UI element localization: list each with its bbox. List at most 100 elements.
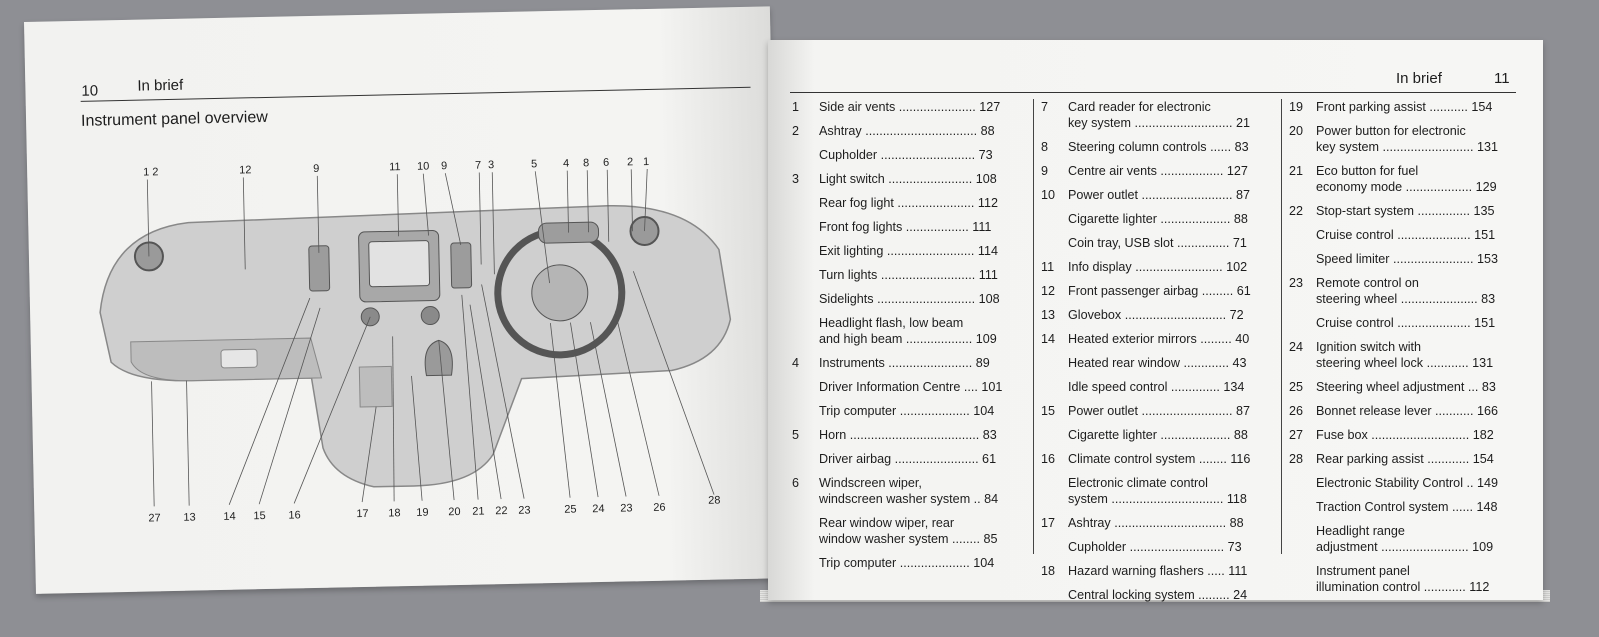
index-entry-text: Rear window wiper, rear window washer sy… — [819, 516, 998, 546]
index-entry-number: 7 — [1041, 100, 1049, 114]
index-entry-number — [1041, 427, 1068, 443]
callout-label: 4 — [563, 158, 569, 170]
index-entry-number: 25 — [1289, 380, 1304, 394]
instrument-panel-diagram: 1 2 12 9 11 10 9 7 3 5 4 8 6 2 1 27 13 1… — [99, 156, 732, 525]
index-entry: 25 Steering wheel adjustment ... 83 — [1289, 379, 1514, 395]
index-entry-number — [1289, 251, 1316, 267]
index-entry-number: 17 — [1041, 516, 1056, 530]
callout-label: 9 — [441, 160, 447, 172]
index-entry-number — [1041, 539, 1068, 555]
left-section-title: In brief — [137, 76, 184, 95]
index-entry: Exit lighting ......................... … — [792, 243, 1022, 259]
index-entry: 10 Power outlet .........................… — [1041, 187, 1269, 203]
index-entry: Coin tray, USB slot ............... 71 — [1041, 235, 1269, 251]
left-page: 10 In brief Instrument panel overview — [24, 6, 782, 594]
index-entry-text: Power outlet .......................... … — [1068, 404, 1250, 418]
index-entry-text: Headlight range adjustment .............… — [1316, 524, 1494, 554]
callout-label: 10 — [417, 161, 429, 173]
index-entry-number: 14 — [1041, 332, 1056, 346]
callout-label: 25 — [564, 504, 576, 516]
callout-label: 18 — [388, 507, 400, 519]
index-entry-number — [792, 315, 819, 347]
callout-label: 7 — [475, 159, 481, 171]
index-entry: Trip computer .................... 104 — [792, 555, 1022, 571]
index-entry-text: Ashtray ................................… — [1068, 516, 1244, 530]
callout-label: 26 — [653, 502, 665, 514]
index-entry-text: Stop-start system ............... 135 — [1316, 204, 1495, 218]
index-entry-text: Power outlet .......................... … — [1068, 188, 1250, 202]
index-entry-text: Electronic climate control system ......… — [1068, 476, 1247, 506]
index-entry-number: 8 — [1041, 140, 1049, 154]
index-entry: Cupholder ........................... 73 — [1041, 539, 1269, 555]
index-entry-text: Rear fog light ...................... 11… — [819, 196, 998, 210]
index-entry-number — [792, 555, 819, 571]
index-entry: Electronic climate control system ......… — [1041, 475, 1269, 507]
left-page-number: 10 — [81, 82, 99, 100]
index-entry-text: Horn ...................................… — [819, 428, 997, 442]
index-entry-text: Card reader for electronic key system ..… — [1068, 100, 1250, 130]
index-column-2: 7 Card reader for electronic key system .… — [1041, 99, 1269, 611]
index-entry-number — [792, 147, 819, 163]
index-entry-number: 3 — [792, 172, 800, 186]
index-entry: Sidelights ............................ … — [792, 291, 1022, 307]
index-entry-text: Climate control system ........ 116 — [1068, 452, 1251, 466]
index-entry-text: Light switch ........................ 10… — [819, 172, 997, 186]
index-entry-number — [792, 451, 819, 467]
index-entry-number: 28 — [1289, 452, 1304, 466]
index-entry-number — [1041, 379, 1068, 395]
callout-label: 3 — [488, 159, 494, 171]
index-entry-text: Electronic Stability Control .. 149 — [1316, 476, 1498, 490]
index-entry-number: 9 — [1041, 164, 1049, 178]
index-entry-text: Front parking assist ........... 154 — [1316, 100, 1493, 114]
index-entry-number — [1289, 563, 1316, 595]
index-entry-number — [792, 219, 819, 235]
callout-label: 22 — [495, 505, 507, 517]
index-entry-number: 13 — [1041, 308, 1056, 322]
right-page-number: 11 — [1494, 70, 1510, 87]
index-entry-number — [1041, 211, 1068, 227]
callout-label: 2 — [627, 156, 633, 168]
index-entry: Cigarette lighter .................... 8… — [1041, 427, 1269, 443]
callout-label: 8 — [583, 157, 589, 169]
index-entry-text: Cruise control ..................... 151 — [1316, 316, 1496, 330]
index-entry: Rear window wiper, rear window washer sy… — [792, 515, 1022, 547]
index-entry-text: Side air vents ...................... 12… — [819, 100, 1001, 114]
index-entry-text: Eco button for fuel economy mode .......… — [1316, 164, 1497, 194]
index-entry: Cruise control ..................... 151 — [1289, 227, 1514, 243]
index-entry-number: 27 — [1289, 428, 1304, 442]
index-entry-number — [1289, 523, 1316, 555]
callout-label: 17 — [356, 508, 368, 520]
index-entry-number: 4 — [792, 356, 800, 370]
index-entry-number: 10 — [1041, 188, 1056, 202]
index-entry-number: 21 — [1289, 164, 1304, 178]
index-entry: Cigarette lighter .................... 8… — [1041, 211, 1269, 227]
index-entry-text: Trip computer .................... 104 — [819, 404, 995, 418]
callout-label: 16 — [288, 509, 300, 521]
index-entry-number: 24 — [1289, 340, 1304, 354]
index-entry-number: 20 — [1289, 124, 1304, 138]
right-page — [768, 40, 1543, 600]
index-entry-number: 12 — [1041, 284, 1056, 298]
index-entry-text: Steering wheel adjustment ... 83 — [1316, 380, 1496, 394]
index-entry: Instrument panel illumination control ..… — [1289, 563, 1514, 595]
page-title: Instrument panel overview — [80, 108, 268, 130]
index-entry-text: Driver airbag ........................ 6… — [819, 452, 997, 466]
index-entry-text: Front fog lights .................. 111 — [819, 220, 992, 234]
right-section-title: In brief — [1396, 70, 1442, 87]
callout-label: 12 — [239, 164, 251, 176]
index-entry-text: Front passenger airbag ......... 61 — [1068, 284, 1251, 298]
index-entry-text: Traction Control system ...... 148 — [1316, 500, 1498, 514]
index-entry: Electronic Stability Control .. 149 — [1289, 475, 1514, 491]
